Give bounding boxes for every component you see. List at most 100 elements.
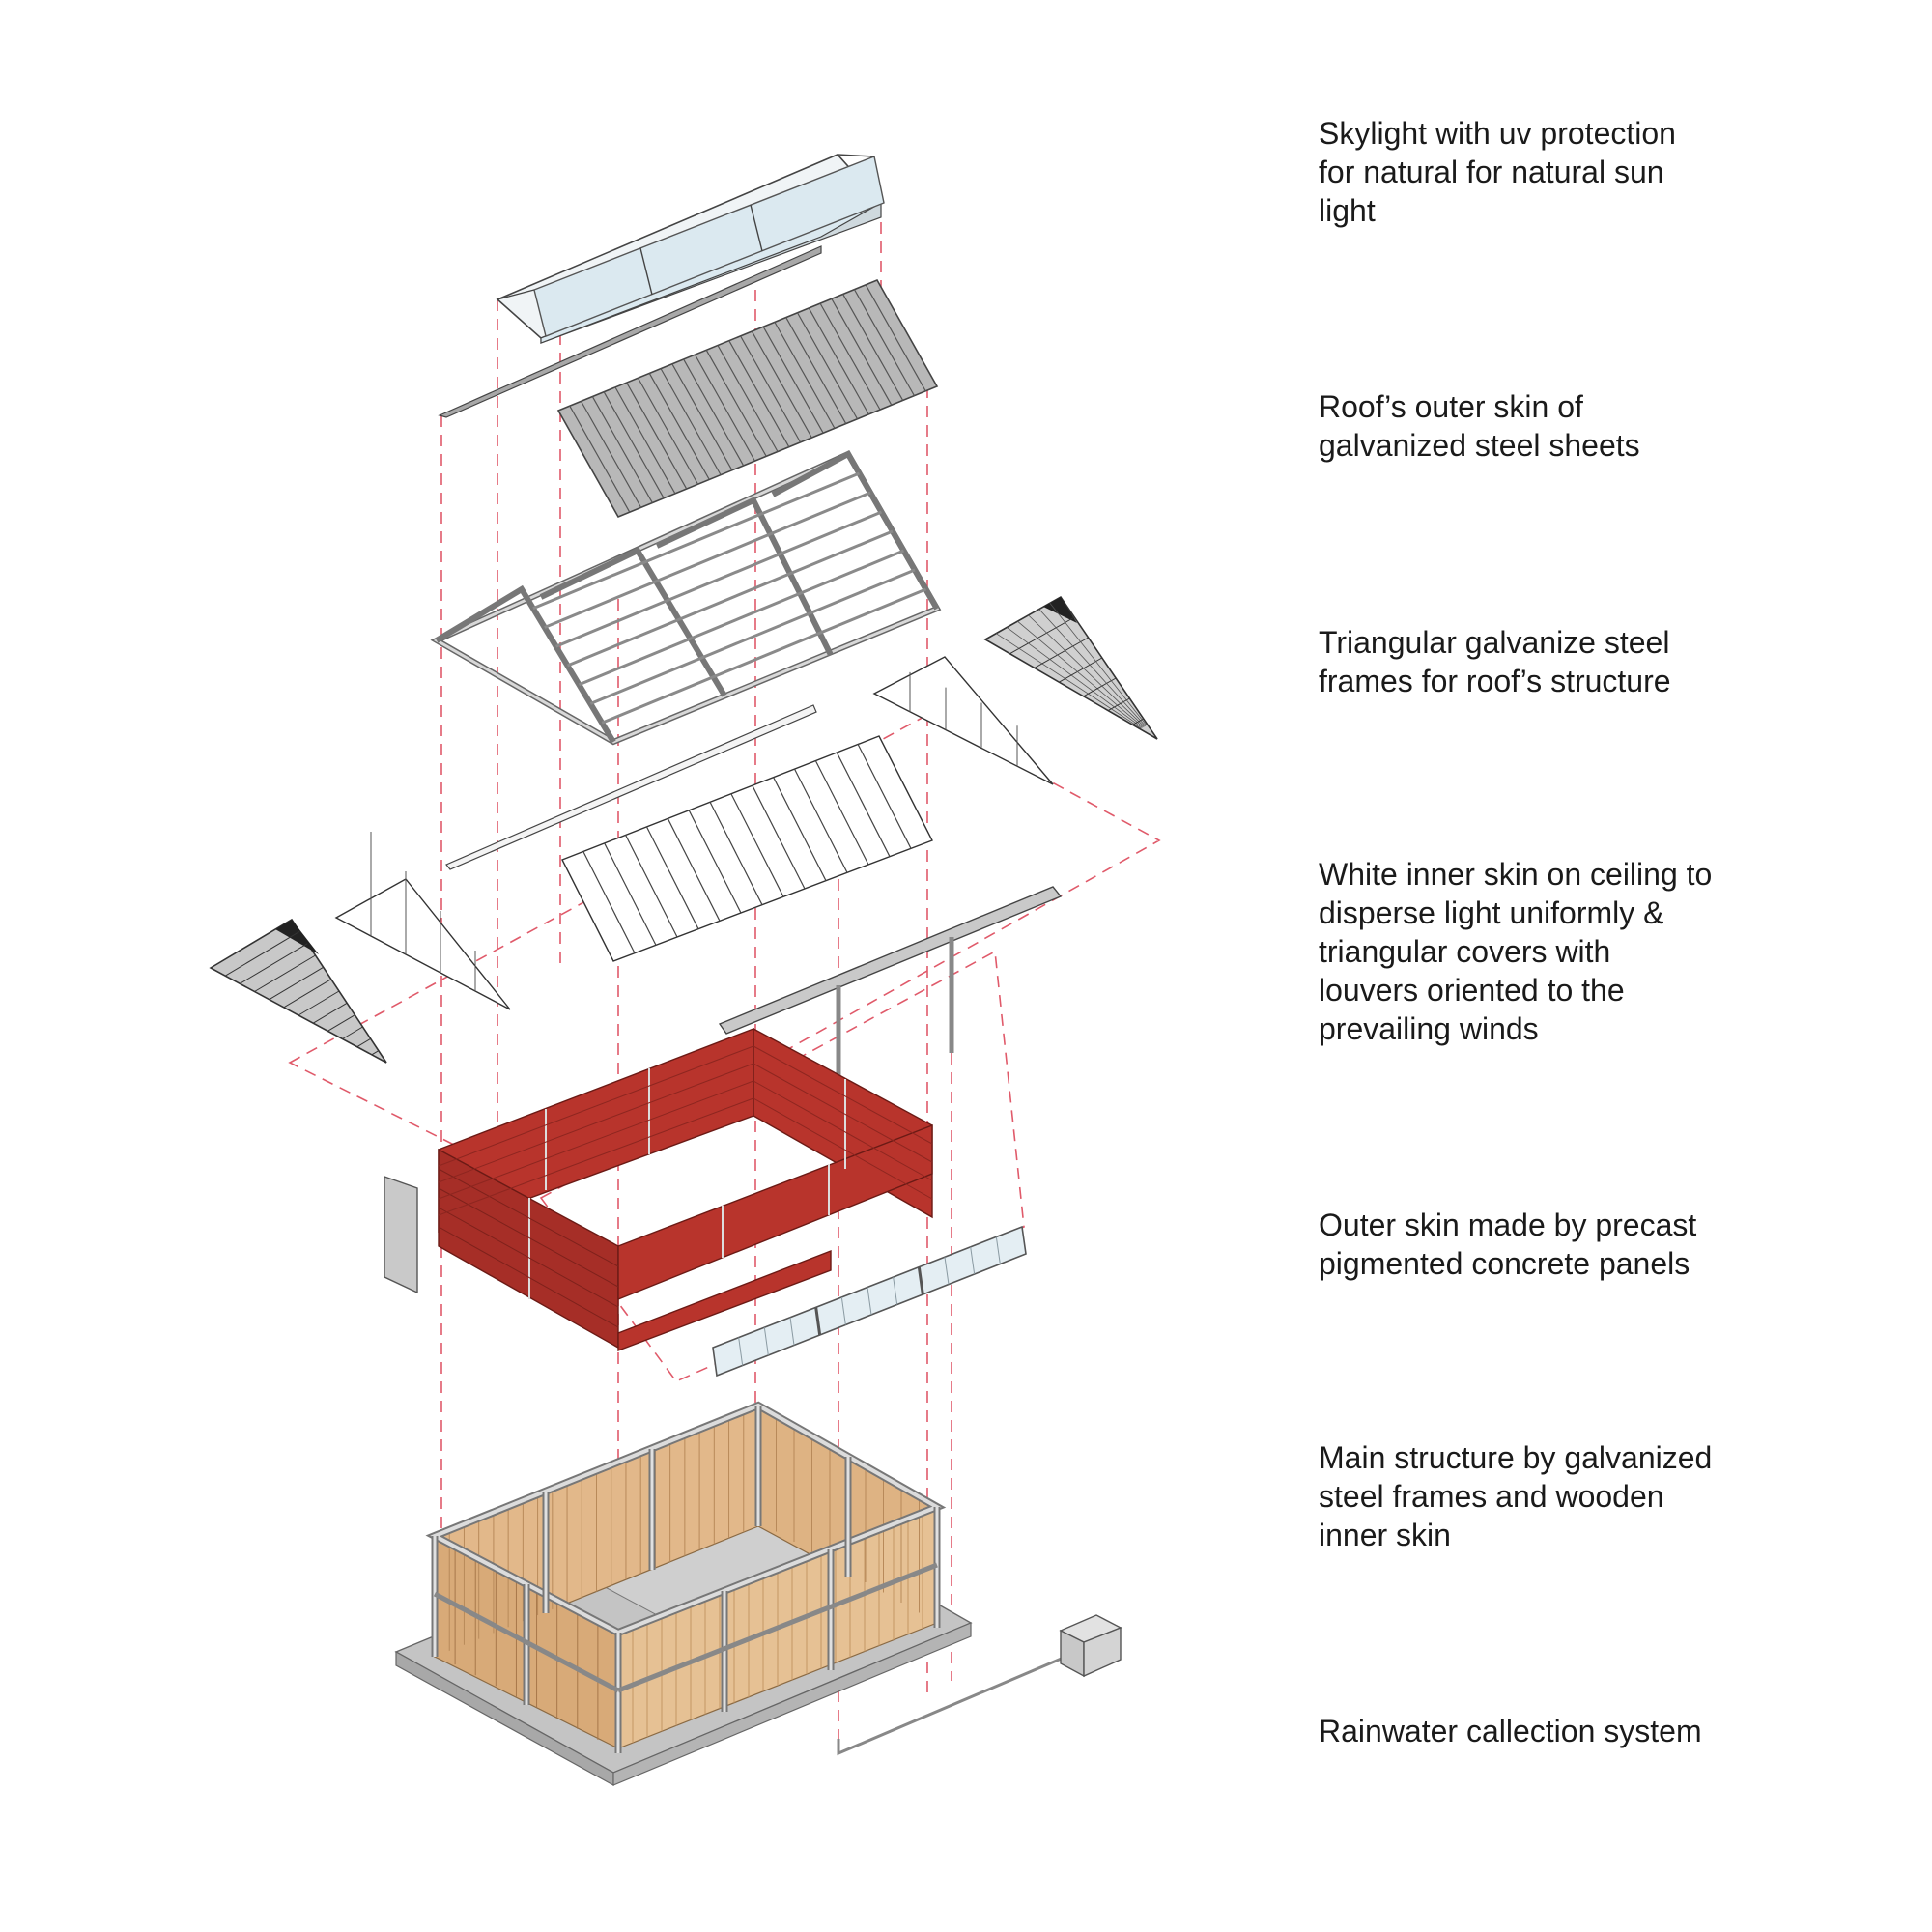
roof-sheet-rib: [762, 326, 824, 434]
window-mullion: [995, 1236, 1001, 1264]
roof-sheet-rib: [796, 312, 859, 420]
gable-grid-line: [1034, 637, 1089, 668]
window-mullion: [867, 1287, 872, 1316]
roof-sheet-rib: [785, 317, 847, 424]
gable-grid-line: [1038, 609, 1147, 726]
window-mullion: [763, 1327, 769, 1356]
roof-sheet-rib: [694, 354, 755, 462]
frame-purlin: [566, 529, 894, 668]
gable-grid-line: [1059, 657, 1103, 683]
panel-course: [753, 1097, 933, 1200]
frame-purlin: [578, 549, 905, 687]
roof-sheet-rib: [671, 363, 733, 471]
roof-sheet-rib: [740, 335, 802, 443]
roof-sheet-rib: [842, 294, 904, 401]
frame-purlin: [555, 510, 883, 648]
roof-outer-skin: [556, 278, 939, 519]
gable-grid-line: [1083, 677, 1117, 697]
gable-louver: [356, 1037, 371, 1048]
gable-louver: [254, 954, 316, 992]
gable-louver: [312, 1002, 348, 1024]
ceiling-panel-joint: [752, 784, 806, 890]
gable-louver: [342, 1026, 363, 1039]
roof-sheet-rib: [751, 330, 812, 439]
clerestory-windows: [712, 1225, 1027, 1378]
frame-purlin: [589, 568, 916, 705]
gable-louver: [240, 943, 308, 984]
ceiling-panel-joint: [645, 826, 699, 929]
label-main-structure: Main structure by galvanized steel frame…: [1319, 1440, 1713, 1552]
ceiling-panel-joint: [667, 818, 721, 922]
label-skylight: Skylight with uv protection for natural …: [1319, 116, 1676, 228]
roof-sheet-rib: [660, 368, 722, 475]
roof-sheet-rib: [591, 396, 653, 503]
main-structure: [394, 1401, 973, 1787]
gable-louver: [269, 966, 324, 1001]
roof-sheet-rib: [728, 340, 790, 447]
gable-grid-line: [1017, 620, 1144, 728]
window-mullion: [738, 1337, 744, 1366]
ceiling-panel-joint: [730, 793, 784, 897]
steel-beam: [433, 1591, 620, 1693]
window-mullion: [814, 1307, 822, 1336]
ceiling-panel-joint: [857, 744, 912, 849]
roof-sheet-rib: [683, 358, 745, 467]
panel-course: [438, 1207, 619, 1308]
window-mullion: [917, 1266, 924, 1295]
ceiling-panel-joint: [793, 768, 848, 873]
ceiling-panel-joint: [688, 810, 742, 914]
roof-sheet-rib: [819, 302, 881, 411]
roof-sheet-rib: [569, 405, 631, 513]
window-mullion: [944, 1257, 950, 1285]
roof-sheet-rib: [853, 289, 915, 396]
roof-triangular-frames: [430, 449, 942, 746]
panel-course: [438, 1063, 754, 1183]
panel-course: [438, 1080, 754, 1200]
label-rainwater: Rainwater callection system: [1319, 1714, 1702, 1748]
gable-grid-line: [1028, 614, 1145, 727]
window-mullion: [789, 1317, 795, 1346]
panel-course: [753, 1045, 933, 1145]
rainwater-system: [837, 1614, 1122, 1756]
outer-concrete-panels: [384, 1027, 933, 1352]
ceiling-panel-joint: [836, 752, 891, 857]
window-mullion: [893, 1277, 898, 1305]
label-inner-skin: White inner skin on ceiling to disperse …: [1319, 857, 1713, 1046]
roof-sheet-rib: [865, 284, 926, 392]
ceiling-inner-skin: [209, 595, 1158, 1064]
ceiling-panel-joint: [773, 777, 827, 881]
ceiling-panel-joint: [582, 851, 636, 953]
panel-course: [753, 1063, 933, 1163]
ceiling-panel-joint: [709, 801, 763, 905]
frame-purlin: [532, 471, 861, 611]
roof-sheet-rib: [705, 350, 767, 457]
roof-sheet-rib: [581, 401, 642, 508]
window-mullion: [840, 1296, 846, 1325]
steel-beam: [617, 1562, 938, 1693]
gable-grid-line: [1007, 627, 1143, 728]
gable-louver: [371, 1050, 380, 1056]
roof-sheet-rib: [808, 307, 869, 415]
gable-grid-line: [1049, 603, 1148, 726]
skylight: [438, 154, 885, 418]
label-roof-frames: Triangular galvanize steel frames for ro…: [1319, 625, 1671, 698]
gable-louver: [327, 1014, 355, 1032]
gable-grid-line: [1009, 616, 1075, 655]
panel-course: [438, 1226, 619, 1328]
gable-grid-line: [995, 633, 1142, 729]
panel-course: [438, 1045, 754, 1167]
panel-course: [753, 1080, 933, 1181]
roof-sheet-rib: [774, 322, 836, 429]
label-outer-skin: Outer skin made by precast pigmented con…: [1319, 1208, 1697, 1281]
roof-sheet-rib: [637, 377, 699, 485]
ceiling-panel-joint: [814, 760, 869, 866]
roof-sheet-rib: [603, 391, 665, 499]
roof-sheet-rib: [626, 382, 688, 490]
panel-course: [438, 1097, 754, 1216]
ceiling-panel-joint: [625, 835, 678, 938]
roof-sheet-rib: [648, 373, 710, 480]
roof-sheet-rib: [717, 345, 779, 452]
roof-sheet-rib: [614, 386, 676, 495]
label-roof-outer-skin: Roof’s outer skin of galvanized steel sh…: [1319, 389, 1640, 463]
